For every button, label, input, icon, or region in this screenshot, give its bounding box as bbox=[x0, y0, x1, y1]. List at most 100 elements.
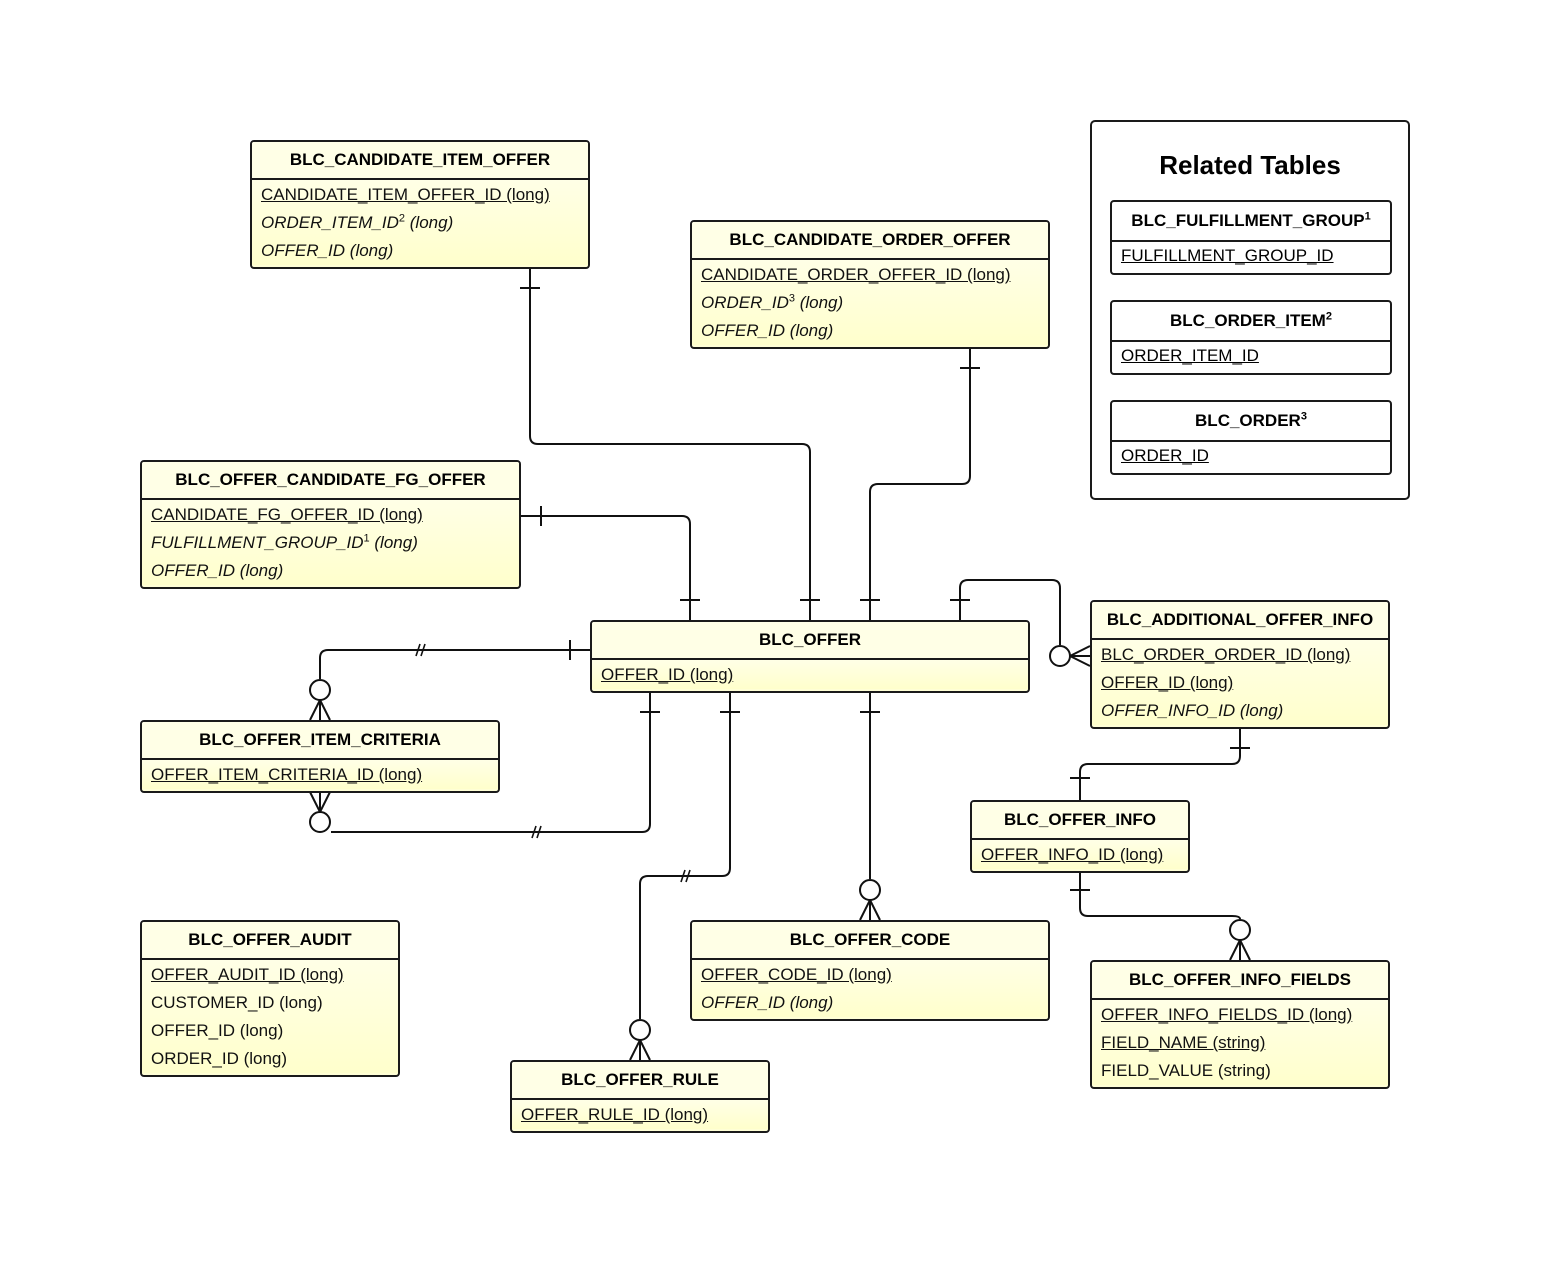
field-name: FULFILLMENT_GROUP_ID bbox=[151, 533, 364, 552]
rel-candidate-order-offer bbox=[869, 348, 971, 620]
entity-title: BLC_OFFER_RULE bbox=[512, 1062, 768, 1100]
related-table-title: BLC_FULFILLMENT_GROUP1 bbox=[1112, 202, 1390, 242]
field-name: OFFER_INFO_FIELDS_ID (long) bbox=[1101, 1005, 1353, 1024]
field-name: OFFER_ID (long) bbox=[261, 241, 394, 260]
entity-title: BLC_OFFER_INFO bbox=[972, 802, 1188, 840]
footnote-marker: 1 bbox=[363, 532, 370, 545]
field-name: OFFER_ID (long) bbox=[601, 665, 734, 684]
entity-blc-offer-info-fields[interactable]: BLC_OFFER_INFO_FIELDS OFFER_INFO_FIELDS_… bbox=[1090, 960, 1390, 1089]
entity-title: BLC_OFFER bbox=[592, 622, 1028, 660]
related-table-title: BLC_ORDER_ITEM2 bbox=[1112, 302, 1390, 342]
entity-field-row: ORDER_ID3 (long) bbox=[692, 289, 1048, 317]
zero-circle bbox=[629, 1019, 651, 1041]
entity-field-row: BLC_ORDER_ORDER_ID (long) bbox=[1092, 641, 1388, 669]
entity-title: BLC_OFFER_INFO_FIELDS bbox=[1092, 962, 1388, 1000]
field-name: OFFER_ID (long) bbox=[701, 993, 834, 1012]
field-name: FIELD_VALUE (string) bbox=[1101, 1061, 1271, 1080]
zero-circle bbox=[1049, 645, 1071, 667]
entity-field-row: FIELD_VALUE (string) bbox=[1092, 1057, 1388, 1085]
entity-field-row: FULFILLMENT_GROUP_ID1 (long) bbox=[142, 529, 519, 557]
entity-title: BLC_OFFER_CODE bbox=[692, 922, 1048, 960]
entity-fields: CANDIDATE_ORDER_OFFER_ID (long)ORDER_ID3… bbox=[692, 260, 1048, 345]
field-name: OFFER_ID (long) bbox=[151, 1021, 284, 1040]
entity-fields: OFFER_CODE_ID (long) OFFER_ID (long) bbox=[692, 960, 1048, 1017]
related-table-name: BLC_ORDER bbox=[1195, 411, 1301, 430]
rel-candidate-fg-offer bbox=[521, 515, 691, 620]
related-tables-title: Related Tables bbox=[1159, 150, 1341, 180]
entity-blc-offer-item-criteria[interactable]: BLC_OFFER_ITEM_CRITERIA OFFER_ITEM_CRITE… bbox=[140, 720, 500, 793]
rel-offer-rule bbox=[639, 692, 731, 1019]
field-name: BLC_ORDER_ORDER_ID (long) bbox=[1101, 645, 1351, 664]
entity-field-row: OFFER_CODE_ID (long) bbox=[692, 961, 1048, 989]
entity-fields: OFFER_INFO_ID (long) bbox=[972, 840, 1188, 869]
footnote-marker: 3 bbox=[1300, 410, 1307, 423]
entity-blc-offer-candidate-fg-offer[interactable]: BLC_OFFER_CANDIDATE_FG_OFFER CANDIDATE_F… bbox=[140, 460, 521, 589]
field-name: OFFER_ID (long) bbox=[151, 561, 284, 580]
entity-blc-offer-code[interactable]: BLC_OFFER_CODE OFFER_CODE_ID (long)OFFER… bbox=[690, 920, 1050, 1021]
entity-blc-candidate-order-offer[interactable]: BLC_CANDIDATE_ORDER_OFFER CANDIDATE_ORDE… bbox=[690, 220, 1050, 349]
line-break-mark bbox=[680, 869, 691, 883]
related-table-fulfillment-group[interactable]: BLC_FULFILLMENT_GROUP1 FULFILLMENT_GROUP… bbox=[1110, 200, 1392, 275]
entity-fields: OFFER_AUDIT_ID (long) CUSTOMER_ID (long) O… bbox=[142, 960, 398, 1073]
field-name: OFFER_AUDIT_ID (long) bbox=[151, 965, 344, 984]
entity-field-row: OFFER_ID (long) bbox=[252, 237, 588, 265]
entity-field-row: OFFER_ID (long) bbox=[692, 989, 1048, 1017]
rel-offer-info bbox=[1079, 728, 1241, 800]
entity-field-row: OFFER_ID (long) bbox=[142, 557, 519, 585]
entity-blc-offer-audit[interactable]: BLC_OFFER_AUDIT OFFER_AUDIT_ID (long) CUS… bbox=[140, 920, 400, 1077]
field-name: OFFER_CODE_ID (long) bbox=[701, 965, 892, 984]
zero-or-many-mark bbox=[629, 1039, 651, 1061]
zero-circle bbox=[1229, 919, 1251, 941]
related-table-order-item[interactable]: BLC_ORDER_ITEM2 ORDER_ITEM_ID bbox=[1110, 300, 1392, 375]
entity-field-row: OFFER_ID (long) bbox=[692, 317, 1048, 345]
entity-blc-candidate-item-offer[interactable]: BLC_CANDIDATE_ITEM_OFFER CANDIDATE_ITEM_… bbox=[250, 140, 590, 269]
related-table-field: FULFILLMENT_GROUP_ID bbox=[1121, 246, 1334, 265]
entity-field-row: OFFER_ID (long) bbox=[592, 661, 1028, 689]
field-type: (long) bbox=[794, 293, 844, 312]
entity-field-row: OFFER_INFO_FIELDS_ID (long) bbox=[1092, 1001, 1388, 1029]
entity-field-row: OFFER_INFO_ID (long) bbox=[1092, 697, 1388, 725]
line-break-mark bbox=[531, 825, 542, 839]
entity-fields: OFFER_ID (long) bbox=[592, 660, 1028, 689]
entity-blc-offer[interactable]: BLC_OFFER OFFER_ID (long) bbox=[590, 620, 1030, 693]
entity-blc-offer-rule[interactable]: BLC_OFFER_RULE OFFER_RULE_ID (long) bbox=[510, 1060, 770, 1133]
rel-offer-item-criteria-top bbox=[319, 649, 590, 679]
entity-blc-offer-info[interactable]: BLC_OFFER_INFO OFFER_INFO_ID (long) bbox=[970, 800, 1190, 873]
field-name: ORDER_ID (long) bbox=[151, 1049, 288, 1068]
related-table-field: ORDER_ID bbox=[1121, 446, 1209, 465]
field-name: CANDIDATE_FG_OFFER_ID (long) bbox=[151, 505, 423, 524]
entity-title: BLC_CANDIDATE_ORDER_OFFER bbox=[692, 222, 1048, 260]
entity-fields: CANDIDATE_FG_OFFER_ID (long) FULFILLMENT_… bbox=[142, 500, 519, 585]
entity-title: BLC_OFFER_ITEM_CRITERIA bbox=[142, 722, 498, 760]
entity-field-row: CANDIDATE_ORDER_OFFER_ID (long) bbox=[692, 261, 1048, 289]
field-name: OFFER_INFO_ID (long) bbox=[981, 845, 1164, 864]
entity-field-row: ORDER_ITEM_ID2 (long) bbox=[252, 209, 588, 237]
zero-or-many-mark bbox=[309, 699, 331, 721]
entity-fields: BLC_ORDER_ORDER_ID (long)OFFER_ID (long)… bbox=[1092, 640, 1388, 725]
entity-field-row: OFFER_AUDIT_ID (long) bbox=[142, 961, 398, 989]
entity-field-row: CANDIDATE_FG_OFFER_ID (long) bbox=[142, 501, 519, 529]
field-name: OFFER_INFO_ID (long) bbox=[1101, 701, 1284, 720]
entity-title: BLC_OFFER_AUDIT bbox=[142, 922, 398, 960]
footnote-marker: 2 bbox=[398, 212, 406, 225]
entity-blc-additional-offer-info[interactable]: BLC_ADDITIONAL_OFFER_INFO BLC_ORDER_ORDE… bbox=[1090, 600, 1390, 729]
rel-offer-item-criteria-bottom bbox=[331, 692, 651, 833]
rel-candidate-item-offer bbox=[529, 268, 811, 620]
line-break-mark bbox=[415, 643, 426, 657]
field-name: OFFER_ID (long) bbox=[701, 321, 834, 340]
entity-field-row: OFFER_ID (long) bbox=[142, 1017, 398, 1045]
field-name: ORDER_ID bbox=[701, 293, 789, 312]
entity-field-row: FIELD_NAME (string) bbox=[1092, 1029, 1388, 1057]
footnote-marker: 3 bbox=[788, 292, 795, 305]
entity-title: BLC_CANDIDATE_ITEM_OFFER bbox=[252, 142, 588, 180]
field-name: CUSTOMER_ID (long) bbox=[151, 993, 323, 1012]
entity-fields: OFFER_ITEM_CRITERIA_ID (long) bbox=[142, 760, 498, 789]
related-table-name: BLC_FULFILLMENT_GROUP bbox=[1131, 211, 1365, 230]
related-table-field: ORDER_ITEM_ID bbox=[1121, 346, 1259, 365]
related-table-order[interactable]: BLC_ORDER3 ORDER_ID bbox=[1110, 400, 1392, 475]
field-name: ORDER_ITEM_ID bbox=[261, 213, 399, 232]
field-type: (long) bbox=[405, 213, 454, 232]
entity-title: BLC_OFFER_CANDIDATE_FG_OFFER bbox=[142, 462, 519, 500]
entity-field-row: OFFER_INFO_ID (long) bbox=[972, 841, 1188, 869]
